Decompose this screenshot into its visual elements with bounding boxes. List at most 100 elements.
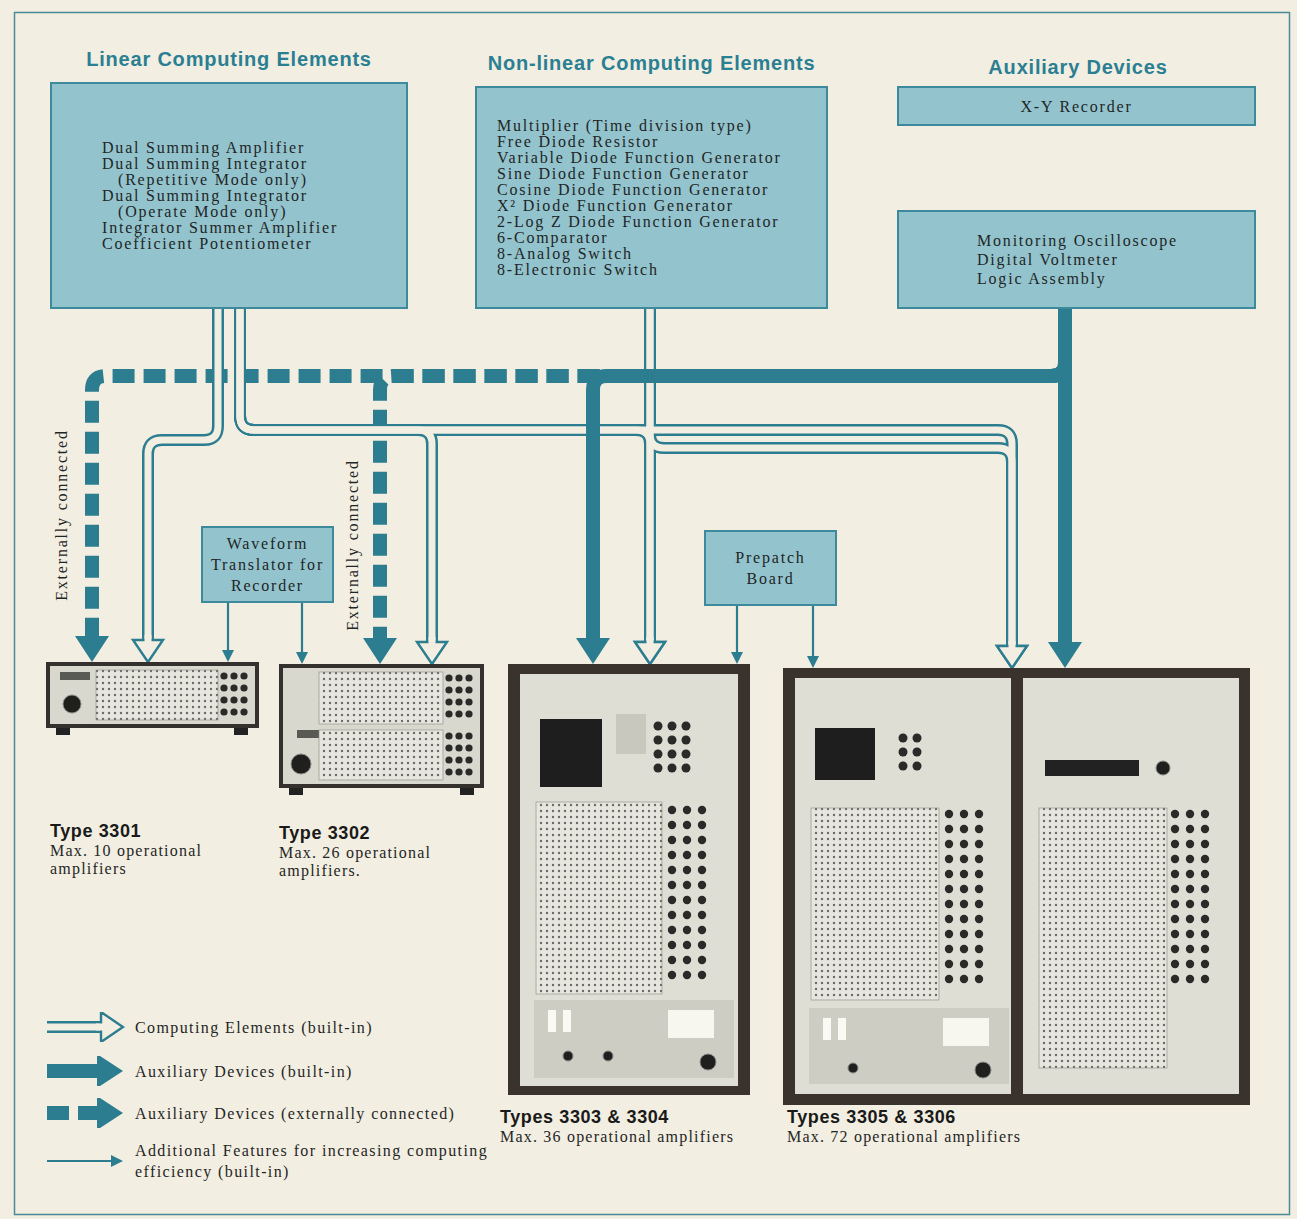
model-name: Type 3302: [279, 822, 489, 844]
jack-socket: [683, 956, 691, 964]
element-group: Linear Computing ElementsDual Summing Am…: [50, 47, 408, 309]
dashed-connector: [47, 1106, 99, 1120]
jack-socket: [683, 971, 691, 979]
patch-panel: [1039, 808, 1167, 1068]
connector-group: [47, 1161, 113, 1162]
jack-socket: [654, 764, 663, 773]
jack-socket: [683, 911, 691, 919]
list-item: 2-Log Z Diode Function Generator: [497, 214, 823, 230]
jack-socket: [455, 768, 462, 775]
unit-caption: Types 3305 & 3306Max. 72 operational amp…: [787, 1106, 1253, 1146]
jack-socket: [445, 732, 452, 739]
pipe-core: [650, 309, 1012, 648]
jack-socket: [445, 674, 452, 681]
panel-part: [60, 672, 90, 680]
jack-socket: [682, 722, 691, 731]
jack-socket: [975, 945, 983, 953]
jack-socket: [465, 732, 472, 739]
jack-socket: [1186, 870, 1194, 878]
patch-panel: [319, 672, 443, 724]
capacity-note: Max. 10 operational amplifiers: [50, 842, 261, 878]
jack-socket: [668, 926, 676, 934]
jack-socket: [945, 825, 953, 833]
panel-part: [234, 728, 248, 735]
jack-socket: [698, 836, 706, 844]
legend-sample: [45, 1012, 125, 1042]
jack-socket: [1186, 960, 1194, 968]
jack-socket: [945, 975, 953, 983]
list-item: Sine Diode Function Generator: [497, 166, 823, 182]
computer-unit: Type 3301Max. 10 operational amplifiers: [46, 662, 261, 878]
jack-socket: [683, 821, 691, 829]
control-knob: [700, 1054, 716, 1070]
jack-socket: [230, 696, 237, 703]
arrowhead: [97, 1056, 123, 1086]
jack-socket: [1186, 840, 1194, 848]
panel-part: [815, 728, 875, 780]
device-box: Monitoring OscilloscopeDigital Voltmeter…: [897, 210, 1256, 309]
jack-socket: [698, 851, 706, 859]
jack-socket: [1171, 915, 1179, 923]
box-text: Prepatch Board: [721, 547, 821, 589]
list-item: X² Diode Function Generator: [497, 198, 823, 214]
legend-text: Additional Features for increasing compu…: [135, 1140, 495, 1182]
connector-group: [47, 1113, 99, 1114]
jack-socket: [668, 764, 677, 773]
jack-socket: [1186, 945, 1194, 953]
legend-row: Computing Elements (built-in): [45, 1012, 373, 1042]
edge-label: Externally connected: [53, 426, 71, 604]
list-item: 8-Analog Switch: [497, 246, 823, 262]
unit-caption: Type 3302Max. 26 operational amplifiers.: [279, 822, 489, 880]
computer-picture: [279, 664, 484, 795]
pipe-joint: [647, 637, 654, 646]
jack-socket: [465, 686, 472, 693]
jack-socket: [945, 930, 953, 938]
jack-socket: [220, 672, 227, 679]
legend-sample: [45, 1146, 125, 1176]
box-text: Waveform Translator for Recorder: [206, 533, 330, 596]
pipe-joint: [647, 637, 654, 646]
jack-socket: [698, 806, 706, 814]
computer-picture: [783, 668, 1250, 1105]
computer-illustration: [279, 664, 484, 795]
jack-socket: [445, 710, 452, 717]
jack-socket: [960, 825, 968, 833]
box-label: X-Y Recorder: [907, 96, 1247, 117]
arrowhead: [731, 652, 743, 664]
control-knob: [848, 1063, 858, 1073]
panel-part: [795, 678, 1011, 1094]
connector-group: [47, 1071, 99, 1072]
model-name: Types 3305 & 3306: [787, 1106, 1253, 1128]
jack-socket: [455, 698, 462, 705]
legend-row: Auxiliary Devices (built-in): [45, 1056, 353, 1086]
jack-socket: [960, 960, 968, 968]
jack-socket: [683, 836, 691, 844]
pipe-joint: [1009, 641, 1016, 650]
box-text: X-Y Recorder: [907, 96, 1247, 117]
jack-socket: [1171, 945, 1179, 953]
connector-group: [148, 309, 1012, 648]
arrowhead: [576, 638, 610, 664]
jack-socket: [975, 810, 983, 818]
edge-label: Externally connected: [344, 456, 362, 634]
jack-socket: [465, 674, 472, 681]
arrowhead: [1048, 642, 1082, 668]
jack-socket: [240, 708, 247, 715]
jack-socket: [683, 926, 691, 934]
pipe-joint: [96, 1024, 105, 1031]
jack-socket: [455, 674, 462, 681]
jack-socket: [698, 956, 706, 964]
jack-socket: [698, 911, 706, 919]
box-label: Prepatch Board: [721, 547, 821, 589]
pipe-outline: [650, 309, 1012, 648]
jack-socket: [1201, 885, 1209, 893]
computer-unit: Types 3305 & 3306Max. 72 operational amp…: [783, 668, 1253, 1146]
jack-socket: [975, 900, 983, 908]
panel-part: [460, 788, 474, 795]
capacity-note: Max. 72 operational amplifiers: [787, 1128, 1253, 1146]
connector-group: [47, 1027, 103, 1028]
jack-socket: [945, 915, 953, 923]
connector-group: [96, 1012, 123, 1042]
jack-socket: [1201, 855, 1209, 863]
connector-group: [111, 1155, 123, 1167]
